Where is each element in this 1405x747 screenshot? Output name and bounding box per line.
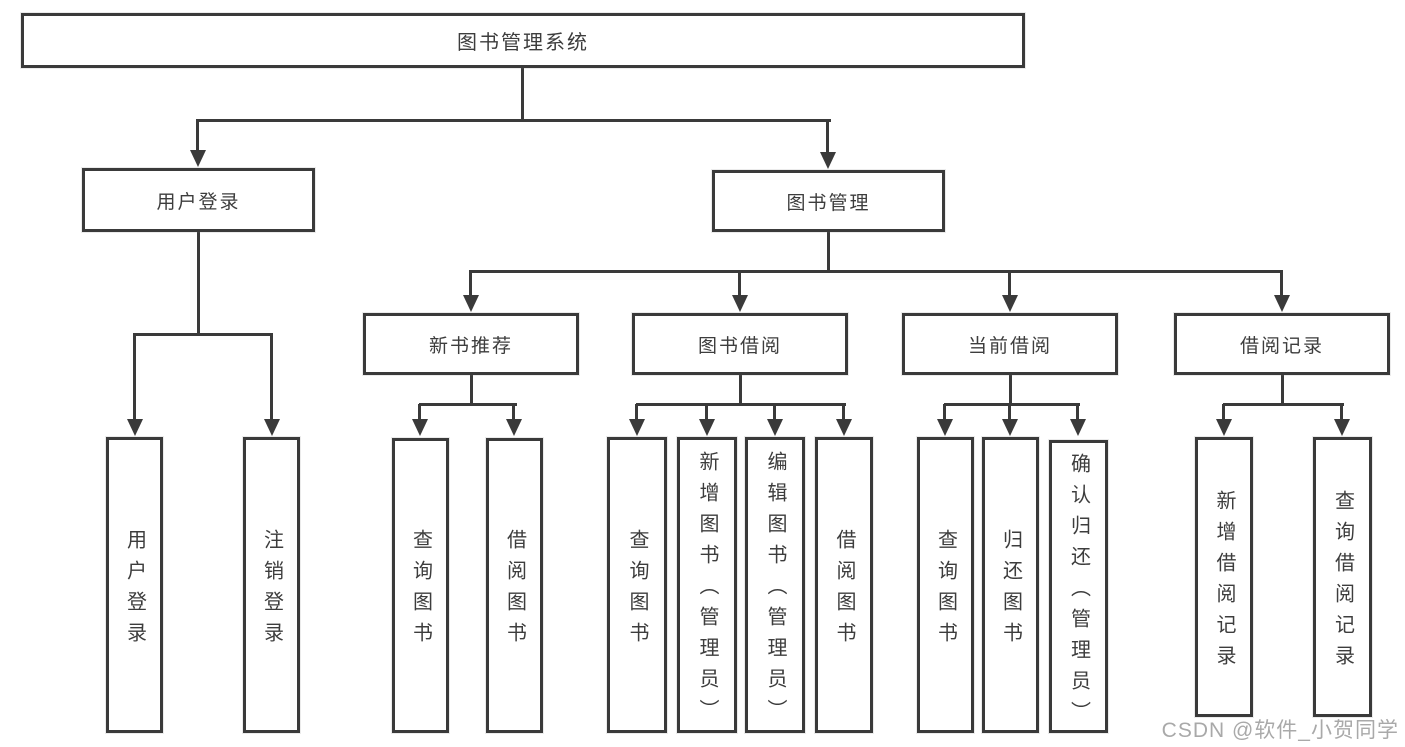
arrow-down-icon: [1280, 270, 1283, 295]
node-current-borrow: 当前借阅: [902, 313, 1118, 375]
leaf-add-book-admin: 新增图书（管理员）: [677, 437, 737, 733]
node-user-login: 用户登录: [82, 168, 315, 232]
csdn-watermark: CSDN @软件_小贺同学: [1161, 719, 1399, 742]
arrow-down-icon: [418, 404, 421, 419]
arrow-down-icon: [1076, 404, 1079, 419]
arrow-down-icon: [1008, 270, 1011, 295]
arrow-down-icon: [1340, 404, 1343, 419]
leaf-edit-book-admin: 编辑图书（管理员）: [745, 437, 805, 733]
node-label: 归还图书: [999, 528, 1022, 653]
node-label: 确认归还（管理员）: [1067, 452, 1090, 732]
arrow-down-icon: [133, 334, 136, 419]
leaf-query-books-3: 查询图书: [917, 437, 974, 733]
leaf-logout-login: 注销登录: [243, 437, 300, 733]
arrow-down-icon: [469, 270, 472, 295]
connector-line: [1281, 372, 1284, 406]
arrow-down-icon: [1222, 404, 1225, 419]
leaf-borrow-books-2: 借阅图书: [815, 437, 873, 733]
node-label: 图书管理系统: [457, 32, 589, 54]
node-label: 新增借阅记录: [1213, 489, 1235, 676]
connector-line: [521, 66, 524, 121]
connector-line: [470, 372, 473, 406]
connector-line: [944, 403, 1080, 406]
arrow-down-icon: [943, 404, 946, 419]
leaf-query-books-2: 查询图书: [607, 437, 667, 733]
connector-line: [636, 403, 846, 406]
connector-line: [419, 403, 517, 406]
connector-line: [827, 230, 830, 273]
node-book-management: 图书管理: [712, 170, 945, 232]
node-label: 查询图书: [934, 528, 957, 653]
node-label: 借阅图书: [503, 529, 526, 653]
arrow-down-icon: [196, 119, 199, 150]
node-label: 新书推荐: [428, 335, 513, 357]
node-borrow-records: 借阅记录: [1174, 313, 1390, 375]
node-label: 借阅图书: [833, 528, 855, 653]
node-label: 图书借阅: [697, 335, 782, 357]
leaf-user-login: 用户登录: [106, 437, 163, 733]
leaf-borrow-books-1: 借阅图书: [486, 438, 543, 733]
node-label: 注销登录: [260, 528, 283, 653]
node-book-borrow: 图书借阅: [632, 313, 848, 375]
connector-line: [470, 270, 1283, 273]
connector-line: [739, 372, 742, 406]
node-label: 新增图书（管理员）: [696, 451, 718, 730]
connector-line: [1009, 372, 1012, 406]
connector-line: [1223, 403, 1344, 406]
node-label: 用户登录: [123, 528, 146, 653]
arrow-down-icon: [705, 404, 708, 419]
arrow-down-icon: [826, 119, 829, 152]
leaf-add-borrow-record: 新增借阅记录: [1195, 437, 1253, 717]
node-label: 查询借阅记录: [1331, 489, 1354, 676]
arrow-down-icon: [842, 404, 845, 419]
leaf-query-books-1: 查询图书: [392, 438, 449, 733]
arrow-down-icon: [1008, 404, 1011, 419]
node-label: 用户登录: [156, 191, 241, 213]
leaf-return-books: 归还图书: [982, 437, 1039, 733]
node-label: 查询图书: [626, 528, 648, 653]
arrow-down-icon: [738, 270, 741, 295]
node-label: 编辑图书（管理员）: [764, 451, 786, 730]
node-library-system: 图书管理系统: [21, 13, 1025, 68]
node-new-book-recommend: 新书推荐: [363, 313, 579, 375]
node-label: 当前借阅: [967, 335, 1052, 357]
leaf-confirm-return-admin: 确认归还（管理员）: [1049, 440, 1108, 733]
arrow-down-icon: [512, 404, 515, 419]
arrow-down-icon: [635, 404, 638, 419]
node-label: 图书管理: [786, 192, 871, 214]
node-label: 查询图书: [409, 529, 432, 653]
connector-line: [197, 119, 831, 122]
arrow-down-icon: [773, 404, 776, 419]
arrow-down-icon: [270, 334, 273, 419]
node-label: 借阅记录: [1239, 335, 1324, 357]
leaf-query-borrow-record: 查询借阅记录: [1313, 437, 1372, 717]
connector-line: [133, 333, 273, 336]
connector-line: [197, 230, 200, 335]
